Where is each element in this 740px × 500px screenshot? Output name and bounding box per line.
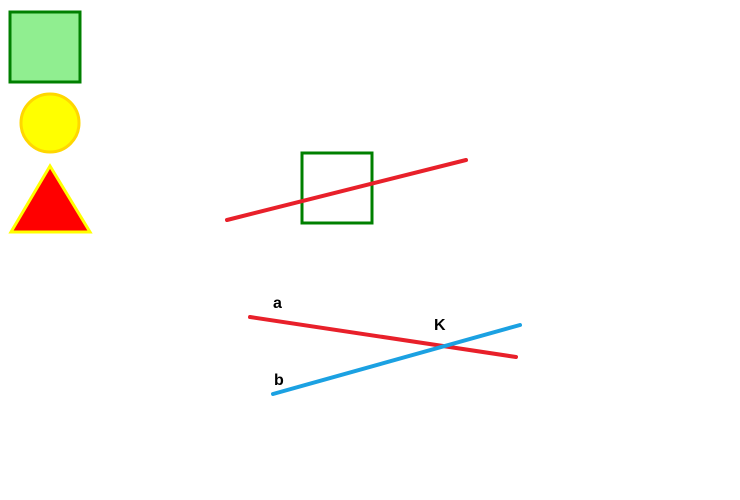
palette-circle-shape[interactable] xyxy=(19,92,81,154)
outlined-square xyxy=(300,151,374,225)
label-a: a xyxy=(273,295,282,312)
palette-square-shape[interactable] xyxy=(8,10,82,84)
shape-palette[interactable] xyxy=(8,10,93,234)
palette-triangle-shape[interactable] xyxy=(8,163,93,234)
line-b xyxy=(271,323,522,396)
line-a xyxy=(248,315,518,359)
label-intersection-k: K xyxy=(434,317,446,334)
label-b: b xyxy=(274,372,284,389)
line-crossing-square xyxy=(225,158,468,222)
